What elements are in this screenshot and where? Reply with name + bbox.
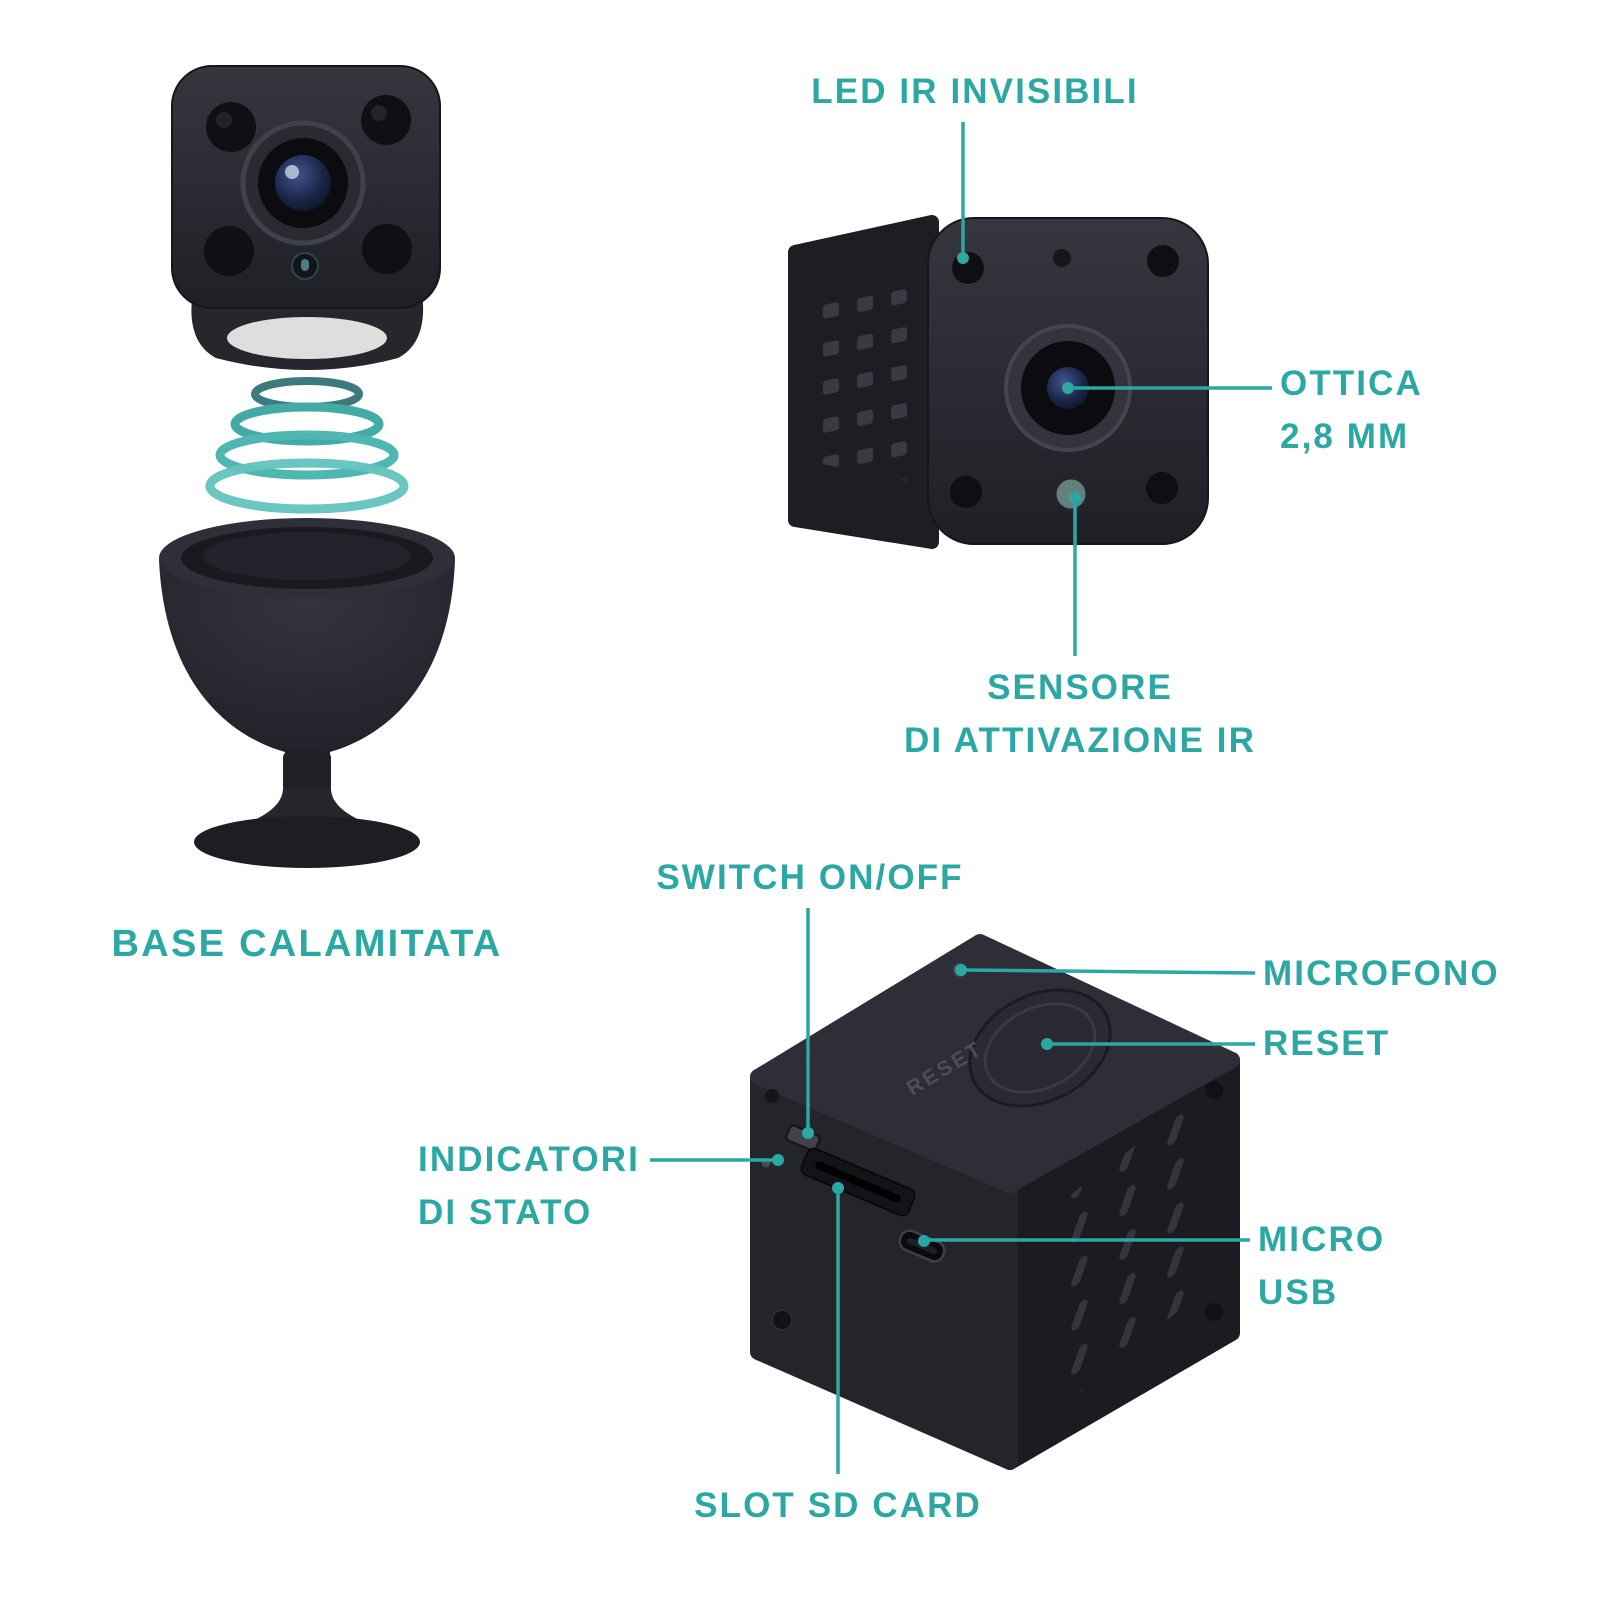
base-stem [283,750,331,794]
sensore-line-2: DI ATTIVAZIONE IR [904,720,1256,760]
reset-button [968,988,1112,1108]
ottica-line-1: OTTICA [1280,364,1423,403]
label-base-calamitata: BASE CALAMITATA [111,923,503,965]
callout-dot-led-ir [957,252,969,264]
callout-label-sensore: SENSORE DI ATTIVAZIONE IR [880,662,1280,767]
callout-label-led-ir: LED IR INVISIBILI [811,72,1139,111]
cube-camera-back-illustration: RESET [750,934,1240,1470]
screw [765,1089,779,1103]
ir-led [204,226,254,276]
callout-dot-micro-usb [918,1235,930,1247]
camera-with-base-illustration [159,65,455,868]
ir-led-highlight [371,105,387,121]
magnet-plate [227,317,387,359]
callout-dot-sensore [1069,492,1081,504]
ir-led-top-right [1147,245,1179,277]
ir-led-bottom-right [1146,472,1178,504]
callout-label-reset: RESET [1263,1024,1391,1063]
callout-label-microfono: MICROFONO [1263,954,1500,993]
ventilation-slots [1048,1098,1198,1418]
ottica-line-2: 2,8 MM [1280,416,1410,456]
callout-line-microfono [965,968,1256,975]
base-bowl [159,560,455,762]
callout-label-micro-usb: MICRO USB [1258,1214,1385,1319]
callout-dot-switch [802,1127,814,1139]
ir-led [361,95,411,145]
sd-slot-group [800,1147,916,1217]
sensore-line-1: SENSORE [987,668,1173,707]
magnetic-base-illustration [159,518,455,868]
callout-lines [650,122,1272,1474]
screw [1205,1081,1223,1099]
callout-label-slot-sd: SLOT SD CARD [694,1486,982,1525]
indicatori-line-2: DI STATO [418,1192,593,1232]
micro-usb-line-1: MICRO [1258,1220,1386,1259]
callout-label-indicatori: INDICATORI DI STATO [418,1134,640,1239]
light-sensor-hole [1053,249,1071,267]
mic-icon [301,259,309,271]
ir-led [206,102,256,152]
callout-dot-indicatori [772,1154,784,1166]
lens-highlight [285,165,299,179]
base-cavity-inner [203,532,411,580]
magnet-field-rings [205,377,409,514]
base-foot-disc [194,816,420,868]
callout-dot-microfono [955,964,967,976]
callout-label-ottica: OTTICA 2,8 MM [1280,358,1423,463]
screw [771,1309,793,1331]
micro-usb-line-2: USB [1258,1272,1339,1312]
camera-lens-glass [275,155,331,211]
callout-dot-slot-sd [832,1182,844,1194]
sd-slot-opening [815,1161,901,1203]
ir-led-bottom-left [950,476,982,508]
callout-dot-reset [1041,1038,1053,1050]
screw [1205,1303,1223,1321]
cube-camera-front-illustration [788,215,1209,549]
callout-label-switch: SWITCH ON/OFF [656,858,964,897]
ir-led-highlight [216,112,232,128]
callout-dot-ottica [1062,382,1074,394]
ventilation-grid [812,264,912,482]
indicatori-line-1: INDICATORI [418,1140,640,1179]
ir-led [362,224,412,274]
